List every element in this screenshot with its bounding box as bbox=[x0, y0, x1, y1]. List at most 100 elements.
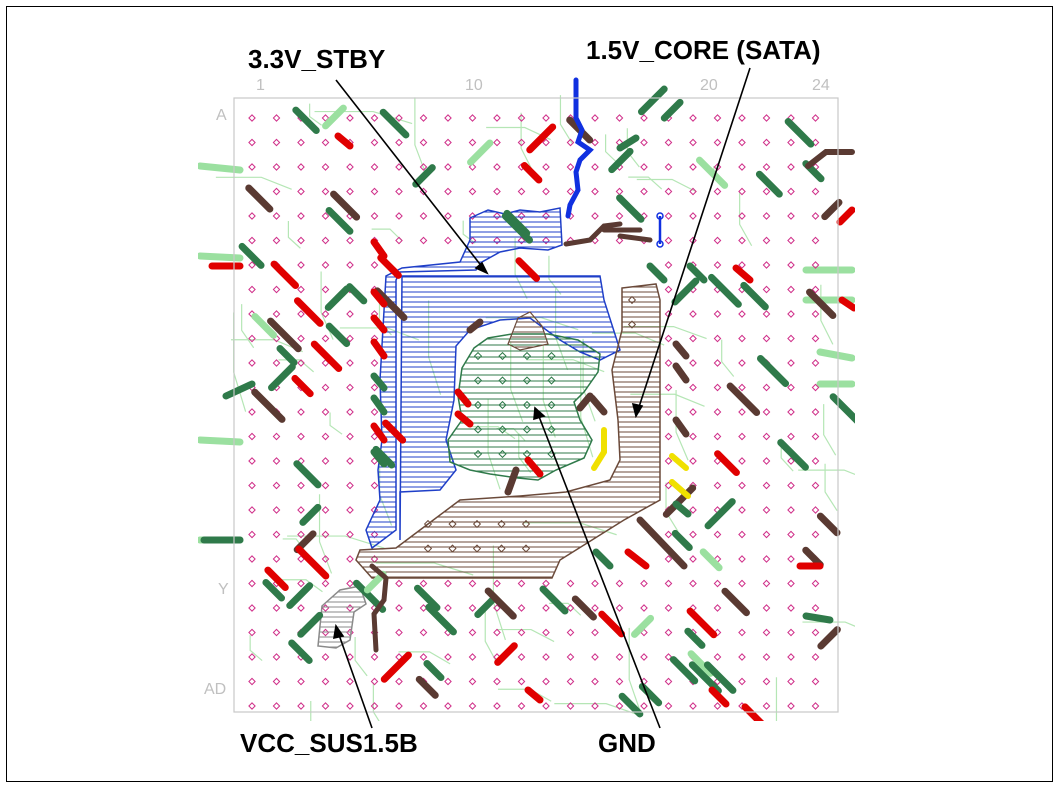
via-grid bbox=[248, 114, 820, 710]
plane-pad bbox=[498, 400, 507, 410]
via-pad bbox=[419, 114, 428, 122]
via-pad bbox=[811, 579, 820, 588]
power-trace bbox=[377, 254, 402, 279]
via-pad bbox=[713, 236, 722, 245]
via-pad bbox=[762, 555, 771, 563]
via-pad bbox=[811, 359, 820, 367]
power-trace bbox=[616, 134, 640, 152]
via-pad bbox=[738, 506, 746, 514]
power-trace bbox=[270, 260, 300, 290]
via-pad bbox=[346, 677, 354, 686]
power-trace bbox=[299, 503, 322, 526]
via-pad bbox=[444, 114, 452, 122]
power-trace bbox=[686, 607, 718, 639]
via-pad bbox=[248, 408, 256, 416]
via-pad bbox=[738, 555, 746, 563]
via-pad bbox=[591, 653, 599, 661]
via-pad bbox=[811, 530, 820, 539]
via-pad bbox=[811, 187, 820, 196]
power-trace bbox=[806, 288, 837, 319]
edge-trace bbox=[198, 436, 244, 446]
via-pad bbox=[689, 457, 697, 465]
via-pad bbox=[762, 163, 771, 171]
via-pad bbox=[297, 677, 305, 686]
via-pad bbox=[615, 579, 624, 588]
via-pad bbox=[591, 604, 599, 612]
plane-pad bbox=[472, 519, 482, 529]
plane-pad bbox=[448, 519, 457, 529]
via-pad bbox=[346, 432, 354, 441]
via-pad bbox=[297, 432, 305, 441]
via-pad bbox=[468, 702, 477, 710]
vcc-sus-plane bbox=[317, 585, 367, 649]
via-pad bbox=[689, 383, 697, 392]
via-pad bbox=[689, 530, 697, 539]
via-pad bbox=[640, 653, 648, 661]
signal-trace bbox=[278, 359, 315, 373]
via-pad bbox=[542, 653, 550, 661]
power-trace bbox=[526, 123, 557, 154]
via-pad bbox=[493, 187, 501, 196]
via-pad bbox=[713, 187, 722, 196]
power-trace bbox=[370, 288, 388, 308]
via-pad bbox=[321, 653, 330, 661]
plane-pad bbox=[547, 351, 556, 361]
vcc-sus-label: VCC_SUS1.5B bbox=[240, 728, 418, 758]
via-pad bbox=[762, 653, 771, 661]
via-pad bbox=[664, 432, 673, 441]
via-pad bbox=[395, 702, 403, 710]
via-pad bbox=[811, 677, 820, 686]
via-pad bbox=[419, 653, 428, 661]
via-pad bbox=[272, 604, 281, 612]
signal-trace bbox=[310, 700, 312, 721]
via-pad bbox=[787, 628, 795, 637]
power-trace bbox=[334, 132, 354, 150]
via-pad bbox=[248, 138, 256, 147]
via-pad bbox=[762, 236, 771, 245]
power-trace bbox=[732, 264, 754, 284]
via-pad bbox=[444, 579, 452, 588]
via-pad bbox=[297, 236, 305, 245]
via-pad bbox=[664, 457, 673, 465]
via-pad bbox=[566, 628, 575, 637]
power-trace bbox=[251, 388, 286, 423]
signal-trace bbox=[215, 176, 292, 190]
stby-feed-trace bbox=[565, 77, 594, 219]
via-pad bbox=[248, 261, 256, 269]
via-pad bbox=[713, 604, 722, 612]
signal-trace bbox=[559, 95, 573, 145]
arrow-core bbox=[637, 67, 751, 411]
via-pad bbox=[419, 702, 428, 710]
plane-pad bbox=[473, 449, 483, 459]
via-pad bbox=[542, 604, 550, 612]
power-trace bbox=[370, 238, 388, 260]
power-trace bbox=[370, 448, 388, 468]
power-trace bbox=[423, 660, 445, 682]
power-trace bbox=[784, 118, 815, 148]
via-pad bbox=[272, 457, 281, 465]
via-pad bbox=[321, 261, 330, 269]
power-trace bbox=[238, 242, 265, 269]
via-pad bbox=[517, 187, 526, 196]
power-trace bbox=[291, 374, 314, 398]
via-pad bbox=[713, 530, 722, 539]
via-pad bbox=[713, 408, 722, 416]
via-pad bbox=[248, 236, 256, 245]
power-trace bbox=[293, 297, 324, 327]
via-pad bbox=[591, 138, 599, 147]
power-trace bbox=[267, 317, 302, 353]
via-pad bbox=[493, 628, 501, 637]
power-trace bbox=[726, 382, 761, 417]
power-trace bbox=[276, 345, 298, 367]
via-pad bbox=[811, 432, 820, 441]
via-pad bbox=[321, 383, 330, 392]
via-pad bbox=[566, 677, 575, 686]
via-pad bbox=[248, 334, 256, 343]
via-pad bbox=[468, 628, 477, 637]
via-pad bbox=[787, 359, 795, 367]
plane-pad bbox=[472, 544, 482, 553]
via-pad bbox=[787, 702, 795, 710]
via-pad bbox=[370, 114, 379, 122]
via-pad bbox=[615, 653, 624, 661]
via-pad bbox=[297, 310, 305, 318]
